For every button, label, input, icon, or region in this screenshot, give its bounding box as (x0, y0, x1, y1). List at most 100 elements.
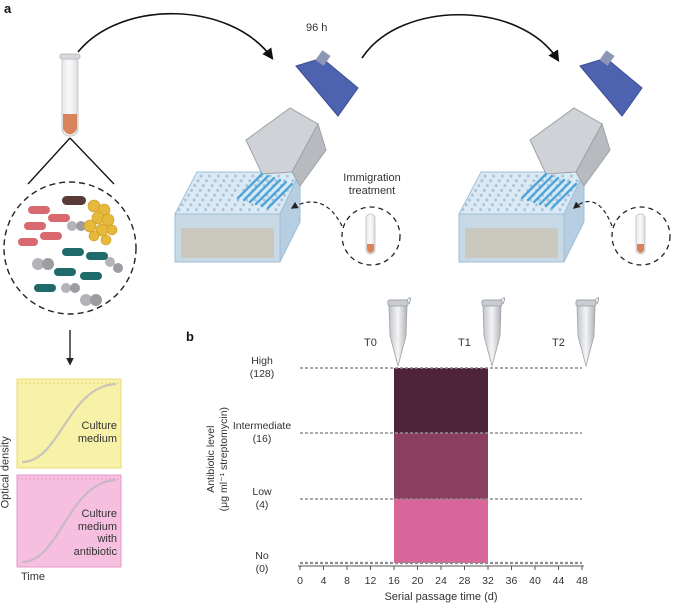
multichannel-pipette-icon-2 (520, 50, 643, 210)
panel-label-b: b (186, 329, 194, 344)
well (239, 208, 243, 212)
well (503, 184, 507, 188)
culture-tube-icon (59, 53, 81, 137)
well (535, 174, 539, 178)
well (236, 198, 240, 202)
growth-plot-culture (16, 378, 122, 469)
well (291, 179, 295, 183)
well (189, 203, 193, 207)
well (532, 208, 535, 212)
interval-label: 96 h (306, 22, 328, 34)
well (517, 188, 521, 192)
well (242, 203, 246, 207)
well (520, 198, 524, 202)
well (508, 188, 512, 192)
well (210, 184, 214, 188)
level-label-intermediate: Intermediate(16) (226, 420, 298, 446)
treatment-band-intermediate (394, 433, 488, 499)
well (514, 208, 518, 212)
well (567, 193, 571, 197)
well (461, 208, 465, 212)
well (508, 203, 512, 207)
well (561, 203, 565, 207)
sample-tube-icon-t0 (387, 297, 412, 368)
well (561, 174, 565, 178)
y-axis-units: (μg ml⁻¹ streptomycin) (218, 406, 230, 512)
well (476, 198, 480, 202)
well (208, 174, 212, 178)
sample-tube-icon-t2 (575, 297, 600, 368)
well (511, 198, 515, 202)
level-label-high: High(128) (226, 355, 298, 381)
well (212, 208, 216, 212)
well (575, 179, 579, 183)
well (233, 203, 237, 207)
well (526, 203, 530, 207)
well (199, 174, 203, 178)
well (248, 208, 251, 212)
well (517, 203, 521, 207)
well (480, 179, 484, 183)
well (251, 203, 254, 207)
well (195, 208, 199, 212)
well (485, 198, 489, 202)
well (537, 198, 541, 202)
well (186, 208, 190, 212)
x-tick-label: 32 (482, 575, 494, 587)
well (231, 179, 234, 183)
well (242, 174, 246, 178)
culture-label-line1: Culture (81, 420, 117, 432)
well (535, 203, 538, 207)
well (509, 174, 513, 178)
well (210, 198, 214, 202)
well (489, 179, 492, 183)
well (540, 208, 544, 212)
antibiotic-label-line2: medium (77, 520, 117, 533)
well (195, 193, 199, 197)
well (532, 179, 536, 183)
well (227, 198, 231, 202)
well (479, 208, 483, 212)
well (196, 179, 200, 183)
well (558, 179, 562, 183)
well (497, 179, 501, 183)
well (488, 208, 491, 212)
well (183, 198, 187, 202)
well (257, 179, 260, 183)
panel-label-a: a (4, 1, 12, 16)
well (190, 188, 194, 192)
well (477, 184, 481, 188)
well (224, 203, 228, 207)
well (569, 174, 573, 178)
well (234, 174, 237, 178)
well (277, 203, 281, 207)
well (492, 174, 496, 178)
x-tick-label: 12 (364, 575, 377, 587)
x-tick-label: 20 (411, 575, 424, 587)
well (494, 184, 498, 188)
level-name: Low (252, 486, 272, 498)
x-axis-label: Serial passage time (d) (384, 591, 498, 603)
well (541, 179, 544, 183)
x-tick-label: 24 (435, 575, 447, 587)
well (283, 193, 287, 197)
well (180, 203, 184, 207)
treatment-band-high (394, 368, 488, 433)
well (274, 208, 278, 212)
well (265, 179, 269, 183)
well (177, 208, 181, 212)
well (499, 203, 503, 207)
x-tick-label: 48 (576, 575, 588, 587)
timepoint-label-t1: T1 (458, 337, 471, 349)
well (520, 184, 524, 188)
well (496, 208, 500, 212)
well (192, 198, 196, 202)
well-plate-icon-1 (174, 171, 301, 263)
well (280, 198, 284, 202)
transfer-arrow-2 (361, 14, 560, 62)
timepoint-label-t0: T0 (364, 337, 377, 349)
well (193, 184, 197, 188)
well (216, 188, 220, 192)
